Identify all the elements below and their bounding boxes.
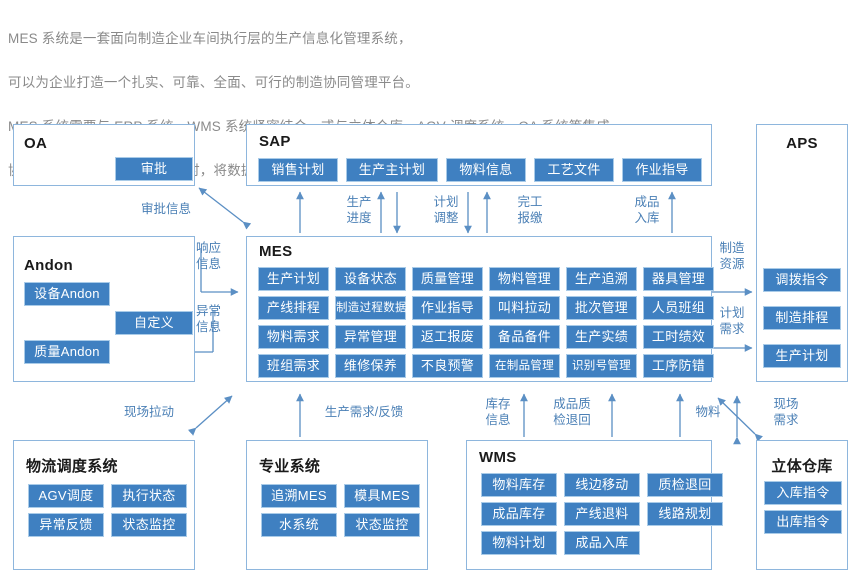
- label-manufacturing-resource: 制造 资源: [719, 241, 745, 271]
- chip-mes-9[interactable]: 叫料拉动: [489, 296, 560, 320]
- chip-andon-2[interactable]: 质量Andon: [24, 340, 110, 364]
- chip-logistics-2[interactable]: 异常反馈: [28, 513, 104, 537]
- chip-pro-2[interactable]: 水系统: [261, 513, 337, 537]
- label-approval-info: 审批信息: [140, 202, 191, 216]
- chip-wms-0[interactable]: 物料库存: [481, 473, 557, 497]
- chip-sap-3[interactable]: 工艺文件: [534, 158, 614, 182]
- chip-logistics-3[interactable]: 状态监控: [111, 513, 187, 537]
- chip-mes-16[interactable]: 生产实绩: [566, 325, 637, 349]
- label-completion-report: 完工 报缴: [517, 195, 543, 225]
- chip-mes-11[interactable]: 人员班组: [643, 296, 714, 320]
- chip-mes-2[interactable]: 质量管理: [412, 267, 483, 291]
- chip-andon-0[interactable]: 设备Andon: [24, 282, 110, 306]
- chip-wms-7[interactable]: 成品入库: [564, 531, 640, 555]
- chip-sap-1[interactable]: 生产主计划: [346, 158, 438, 182]
- intro-line-1: MES 系统是一套面向制造企业车间执行层的生产信息化管理系统，: [8, 31, 412, 46]
- chip-mes-17[interactable]: 工时绩效: [643, 325, 714, 349]
- chip-mes-8[interactable]: 作业指导: [412, 296, 483, 320]
- chip-wms-4[interactable]: 产线退料: [564, 502, 640, 526]
- label-finished-in: 成品 入库: [634, 195, 660, 225]
- box-sap-title: SAP: [259, 133, 291, 150]
- intro-line-2: 可以为企业打造一个扎实、可靠、全面、可行的制造协同管理平台。: [8, 75, 419, 90]
- chip-mes-19[interactable]: 维修保养: [335, 354, 406, 378]
- box-logistics[interactable]: 物流调度系统 AGV调度 执行状态 异常反馈 状态监控: [13, 440, 195, 570]
- box-wms-title: WMS: [479, 449, 517, 466]
- label-site-pull: 现场拉动: [123, 405, 174, 419]
- chip-mes-1[interactable]: 设备状态: [335, 267, 406, 291]
- label-response-info: 响应 信息: [196, 241, 222, 271]
- chip-aps-1[interactable]: 制造排程: [763, 306, 841, 330]
- box-mes-title: MES: [259, 243, 293, 260]
- chip-pro-1[interactable]: 模具MES: [344, 484, 420, 508]
- chip-oa-shenpi[interactable]: 审批: [115, 157, 193, 181]
- chip-pro-0[interactable]: 追溯MES: [261, 484, 337, 508]
- chip-mes-12[interactable]: 物料需求: [258, 325, 329, 349]
- chip-pro-3[interactable]: 状态监控: [344, 513, 420, 537]
- chip-wms-6[interactable]: 物料计划: [481, 531, 557, 555]
- chip-mes-10[interactable]: 批次管理: [566, 296, 637, 320]
- box-aps-title: APS: [786, 135, 818, 152]
- chip-mes-23[interactable]: 工序防错: [643, 354, 714, 378]
- label-production-demand-feedback: 生产需求/反馈: [324, 405, 404, 419]
- chip-mes-18[interactable]: 班组需求: [258, 354, 329, 378]
- chip-mes-20[interactable]: 不良预警: [412, 354, 483, 378]
- chip-mes-15[interactable]: 备品备件: [489, 325, 560, 349]
- chip-logistics-0[interactable]: AGV调度: [28, 484, 104, 508]
- chip-wms-2[interactable]: 质检退回: [647, 473, 723, 497]
- chip-mes-7[interactable]: 制造过程数据: [335, 296, 407, 320]
- label-exception-info: 异常 信息: [196, 304, 222, 334]
- label-production-progress: 生产 进度: [346, 195, 372, 225]
- chip-warehouse-1[interactable]: 出库指令: [764, 510, 842, 534]
- box-professional[interactable]: 专业系统 追溯MES 模具MES 水系统 状态监控: [246, 440, 428, 570]
- chip-mes-22[interactable]: 识别号管理: [566, 354, 637, 378]
- label-material: 物料: [695, 405, 721, 419]
- chip-wms-1[interactable]: 线边移动: [564, 473, 640, 497]
- chip-aps-0[interactable]: 调拨指令: [763, 268, 841, 292]
- box-aps[interactable]: APS 调拨指令 制造排程 生产计划: [756, 124, 848, 382]
- box-professional-title: 专业系统: [259, 458, 321, 475]
- chip-sap-4[interactable]: 作业指导: [622, 158, 702, 182]
- chip-warehouse-0[interactable]: 入库指令: [764, 481, 842, 505]
- box-warehouse[interactable]: 立体仓库 入库指令 出库指令: [756, 440, 848, 570]
- chip-mes-21[interactable]: 在制品管理: [489, 354, 560, 378]
- box-oa-title: OA: [24, 135, 48, 152]
- chip-andon-1[interactable]: 自定义: [115, 311, 193, 335]
- box-andon-title: Andon: [24, 257, 73, 274]
- box-warehouse-title: 立体仓库: [771, 458, 833, 475]
- chip-aps-2[interactable]: 生产计划: [763, 344, 841, 368]
- chip-sap-2[interactable]: 物料信息: [446, 158, 526, 182]
- label-plan-adjust: 计划 调整: [433, 195, 459, 225]
- box-mes[interactable]: MES 生产计划设备状态质量管理物料管理生产追溯器具管理产线排程制造过程数据作业…: [246, 236, 714, 382]
- box-wms[interactable]: WMS 物料库存 线边移动 质检退回 成品库存 产线退料 线路规划 物料计划 成…: [466, 440, 723, 570]
- chip-wms-5[interactable]: 线路规划: [647, 502, 723, 526]
- chip-mes-3[interactable]: 物料管理: [489, 267, 560, 291]
- box-sap[interactable]: SAP 销售计划 生产主计划 物料信息 工艺文件 作业指导: [246, 124, 712, 186]
- box-logistics-title: 物流调度系统: [26, 458, 118, 475]
- chip-wms-3[interactable]: 成品库存: [481, 502, 557, 526]
- chip-mes-13[interactable]: 异常管理: [335, 325, 406, 349]
- chip-mes-0[interactable]: 生产计划: [258, 267, 329, 291]
- chip-mes-6[interactable]: 产线排程: [258, 296, 329, 320]
- label-plan-demand: 计划 需求: [719, 306, 745, 336]
- chip-logistics-1[interactable]: 执行状态: [111, 484, 187, 508]
- box-oa[interactable]: OA 审批: [13, 124, 195, 186]
- chip-mes-14[interactable]: 返工报废: [412, 325, 483, 349]
- chip-mes-5[interactable]: 器具管理: [643, 267, 714, 291]
- chip-mes-4[interactable]: 生产追溯: [566, 267, 637, 291]
- box-andon[interactable]: Andon 设备Andon 自定义 质量Andon: [13, 236, 195, 382]
- label-stock-info: 库存 信息: [485, 397, 511, 427]
- label-quality-return: 成品质 检退回: [553, 397, 591, 427]
- label-site-demand: 现场 需求: [773, 397, 799, 427]
- chip-sap-0[interactable]: 销售计划: [258, 158, 338, 182]
